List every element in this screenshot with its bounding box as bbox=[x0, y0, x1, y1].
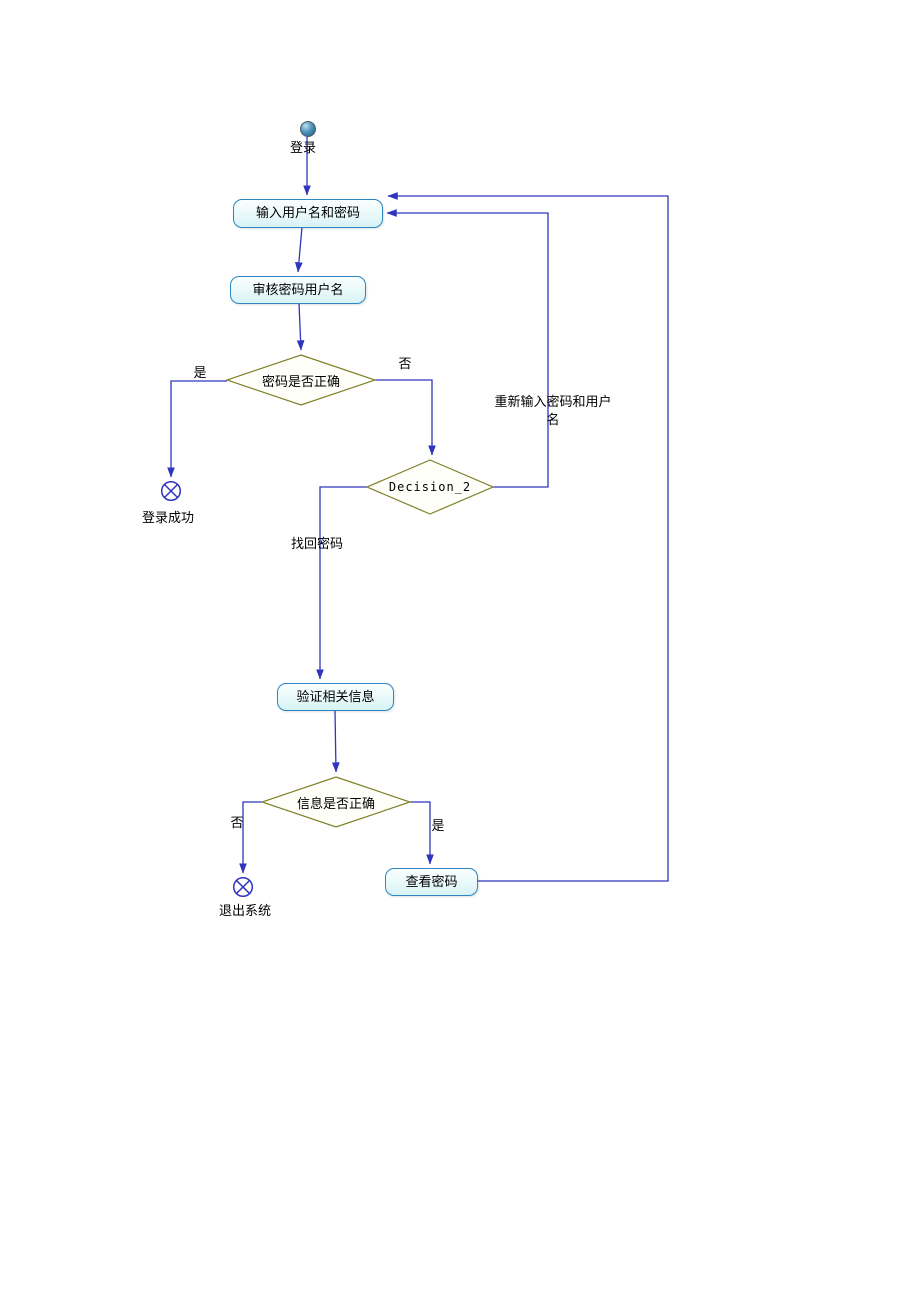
action-verify-info: 验证相关信息 bbox=[277, 683, 394, 711]
edge-label-no-2: 否 bbox=[230, 816, 244, 831]
edge-reenter-loop bbox=[386, 209, 549, 488]
decision-info-label: 信息是否正确 bbox=[296, 796, 375, 812]
action-view-password-label: 查看密码 bbox=[405, 874, 458, 890]
edge-label-retrieve-password: 找回密码 bbox=[290, 537, 343, 552]
decision-info-correct: 信息是否正确 bbox=[261, 776, 411, 828]
edge-verify-to-info-decision bbox=[331, 709, 340, 773]
action-input-credentials-label: 输入用户名和密码 bbox=[255, 206, 360, 221]
action-verify-info-label: 验证相关信息 bbox=[296, 689, 375, 705]
end-node-exit-system bbox=[232, 876, 254, 898]
decision-password-shape bbox=[226, 354, 376, 406]
edge-yes2-to-view-password bbox=[410, 801, 434, 865]
end-node-exit-system-icon bbox=[232, 876, 254, 898]
decision-info-shape bbox=[261, 776, 411, 828]
start-node bbox=[300, 121, 316, 137]
decision-2: Decision_2 bbox=[366, 459, 494, 515]
decision-2-shape bbox=[366, 459, 494, 515]
decision-password-correct: 密码是否正确 bbox=[226, 354, 376, 406]
end-label-exit-system: 退出系统 bbox=[218, 904, 271, 919]
edge-no-to-decision2 bbox=[375, 379, 436, 456]
edge-label-reenter: 重新输入密码和用户名 bbox=[494, 395, 612, 428]
action-audit-credentials-label: 审核密码用户名 bbox=[252, 282, 344, 298]
edge-retrieve-to-verify bbox=[316, 486, 367, 680]
edge-no2-to-exit bbox=[239, 801, 262, 874]
edge-label-yes-2: 是 bbox=[431, 819, 445, 834]
start-label: 登录 bbox=[289, 141, 316, 156]
action-view-password: 查看密码 bbox=[385, 868, 478, 896]
edge-view-password-loop bbox=[387, 192, 669, 882]
end-node-login-success bbox=[160, 480, 182, 502]
end-node-login-success-icon bbox=[160, 480, 182, 502]
decision-2-label: Decision_2 bbox=[388, 480, 472, 494]
edge-yes-to-login-success bbox=[167, 380, 227, 478]
action-audit-credentials: 审核密码用户名 bbox=[230, 276, 366, 304]
decision-password-label: 密码是否正确 bbox=[261, 374, 340, 390]
edge-audit-to-password-decision bbox=[296, 302, 305, 351]
edge-input-to-audit bbox=[294, 226, 303, 273]
end-label-login-success: 登录成功 bbox=[141, 511, 194, 526]
action-input-credentials: 输入用户名和密码 bbox=[233, 199, 383, 228]
edge-label-no-1: 否 bbox=[398, 357, 412, 372]
edge-label-yes-1: 是 bbox=[193, 366, 207, 381]
